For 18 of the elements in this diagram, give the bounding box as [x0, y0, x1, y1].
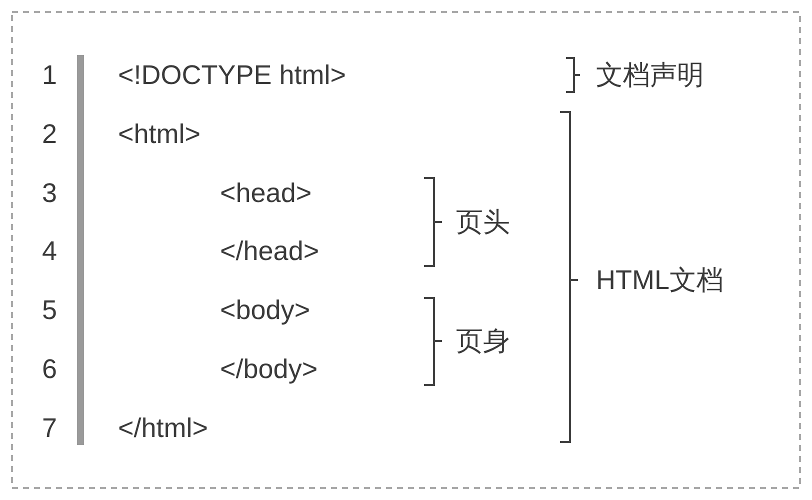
code-line: </body>: [220, 353, 318, 386]
line-number: 4: [42, 235, 58, 268]
line-number: 3: [42, 177, 58, 210]
line-number: 6: [42, 353, 58, 386]
code-line: <html>: [118, 118, 201, 151]
annotation-label: 文档声明: [596, 59, 704, 92]
code-line: </head>: [220, 235, 320, 268]
line-number: 5: [42, 294, 58, 327]
annotation-label: 页头: [456, 206, 510, 239]
annotation-label: 页身: [456, 325, 510, 358]
line-number: 2: [42, 118, 58, 151]
code-line: </html>: [118, 412, 208, 445]
code-line: <body>: [220, 294, 310, 327]
line-number: 1: [42, 59, 58, 92]
code-line: <head>: [220, 177, 312, 210]
line-number: 7: [42, 412, 58, 445]
annotation-label: HTML文档: [596, 264, 724, 297]
code-line: <!DOCTYPE html>: [118, 59, 346, 92]
